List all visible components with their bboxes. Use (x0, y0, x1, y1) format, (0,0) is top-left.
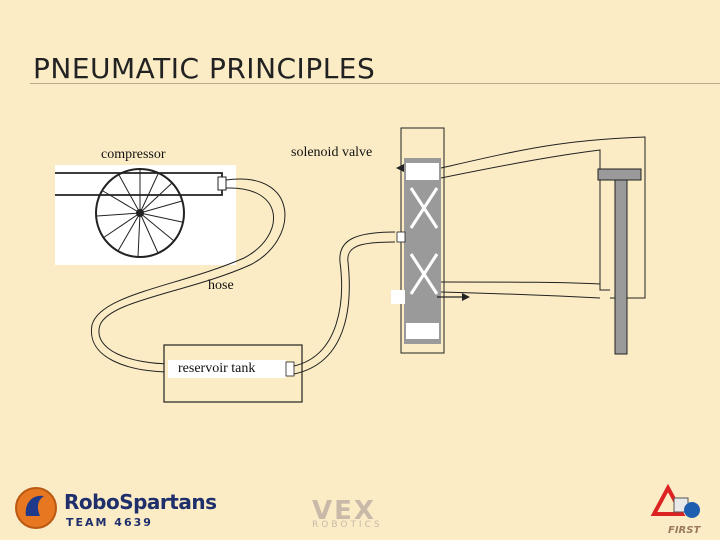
team-number: TEAM 4639 (66, 516, 153, 529)
solenoid-valve-label: solenoid valve (291, 145, 373, 160)
hose-line (90, 178, 286, 373)
compressor-unit (55, 165, 236, 265)
reservoir-tank-label: reservoir tank (178, 361, 256, 376)
vex-robotics-logo: VEX (312, 496, 376, 526)
title-divider (30, 83, 720, 84)
compressor-label: compressor (101, 147, 166, 162)
slide-title: PNEUMATIC PRINCIPLES (33, 52, 376, 85)
hose-label: hose (208, 278, 234, 293)
team-name: RoboSpartans (64, 490, 217, 514)
reservoir-tank (163, 344, 303, 403)
pneumatic-cylinder (597, 168, 642, 355)
vex-robotics-subtitle: ROBOTICS (312, 520, 383, 530)
solenoid-valve (391, 127, 470, 354)
first-logo: FIRST (668, 525, 701, 536)
robospartans-logo (14, 486, 58, 530)
hose-line (293, 231, 396, 375)
first-logo-mark (648, 483, 704, 534)
hose-line (440, 136, 646, 299)
